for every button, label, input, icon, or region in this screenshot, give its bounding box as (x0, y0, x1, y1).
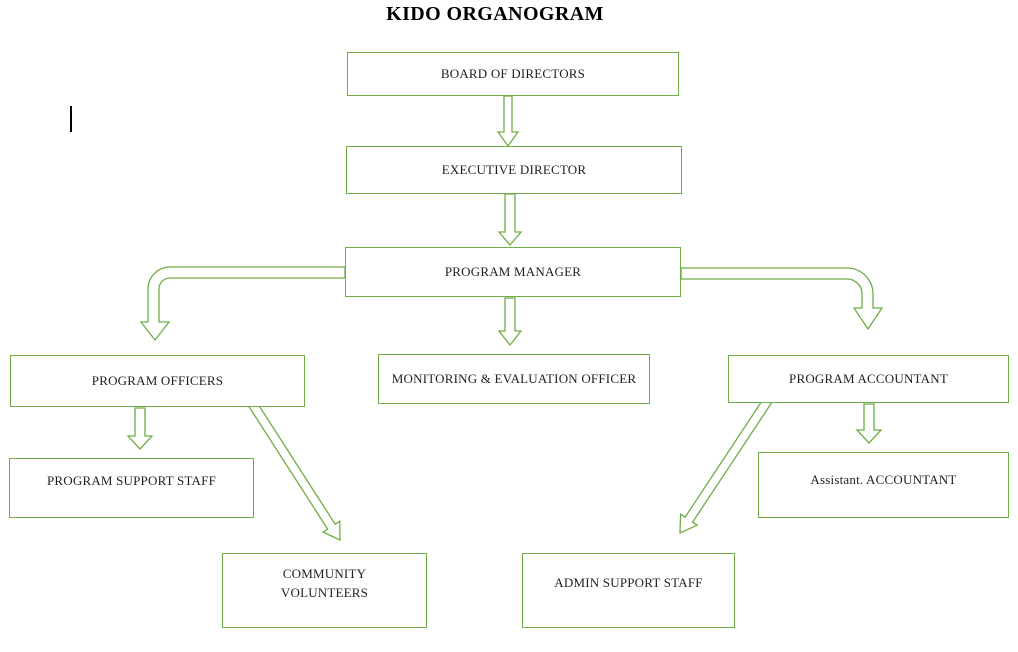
org-box-executive-director[interactable]: EXECUTIVE DIRECTOR (346, 146, 682, 194)
arrow-executive-to-program-manager (497, 193, 523, 247)
arrow-program-officers-to-community-volunteers (247, 399, 341, 542)
org-box-program-manager[interactable]: PROGRAM MANAGER (345, 247, 681, 297)
arrow-board-to-executive (496, 95, 520, 148)
page-title: KIDO ORGANOGRAM (386, 3, 604, 25)
org-box-program-officers[interactable]: PROGRAM OFFICERS (10, 355, 305, 407)
org-box-monitoring-evaluation-officer[interactable]: MONITORING & EVALUATION OFFICER (378, 354, 650, 404)
arrow-program-manager-to-me-officer (497, 297, 523, 347)
arrow-program-manager-to-program-officers (139, 266, 346, 342)
org-box-admin-support-staff[interactable]: ADMIN SUPPORT STAFF (522, 553, 735, 628)
org-box-board-of-directors[interactable]: BOARD OF DIRECTORS (347, 52, 679, 96)
org-box-community-volunteers[interactable]: COMMUNITY VOLUNTEERS (222, 553, 427, 628)
arrow-program-manager-to-program-accountant (680, 267, 884, 331)
arrow-program-accountant-to-assistant (855, 403, 883, 444)
arrow-program-officers-to-support-staff (126, 407, 154, 450)
org-box-program-accountant[interactable]: PROGRAM ACCOUNTANT (728, 355, 1009, 403)
text-cursor (70, 106, 72, 132)
org-box-assistant-accountant[interactable]: Assistant. ACCOUNTANT (758, 452, 1009, 518)
org-box-program-support-staff[interactable]: PROGRAM SUPPORT STAFF (9, 458, 254, 518)
